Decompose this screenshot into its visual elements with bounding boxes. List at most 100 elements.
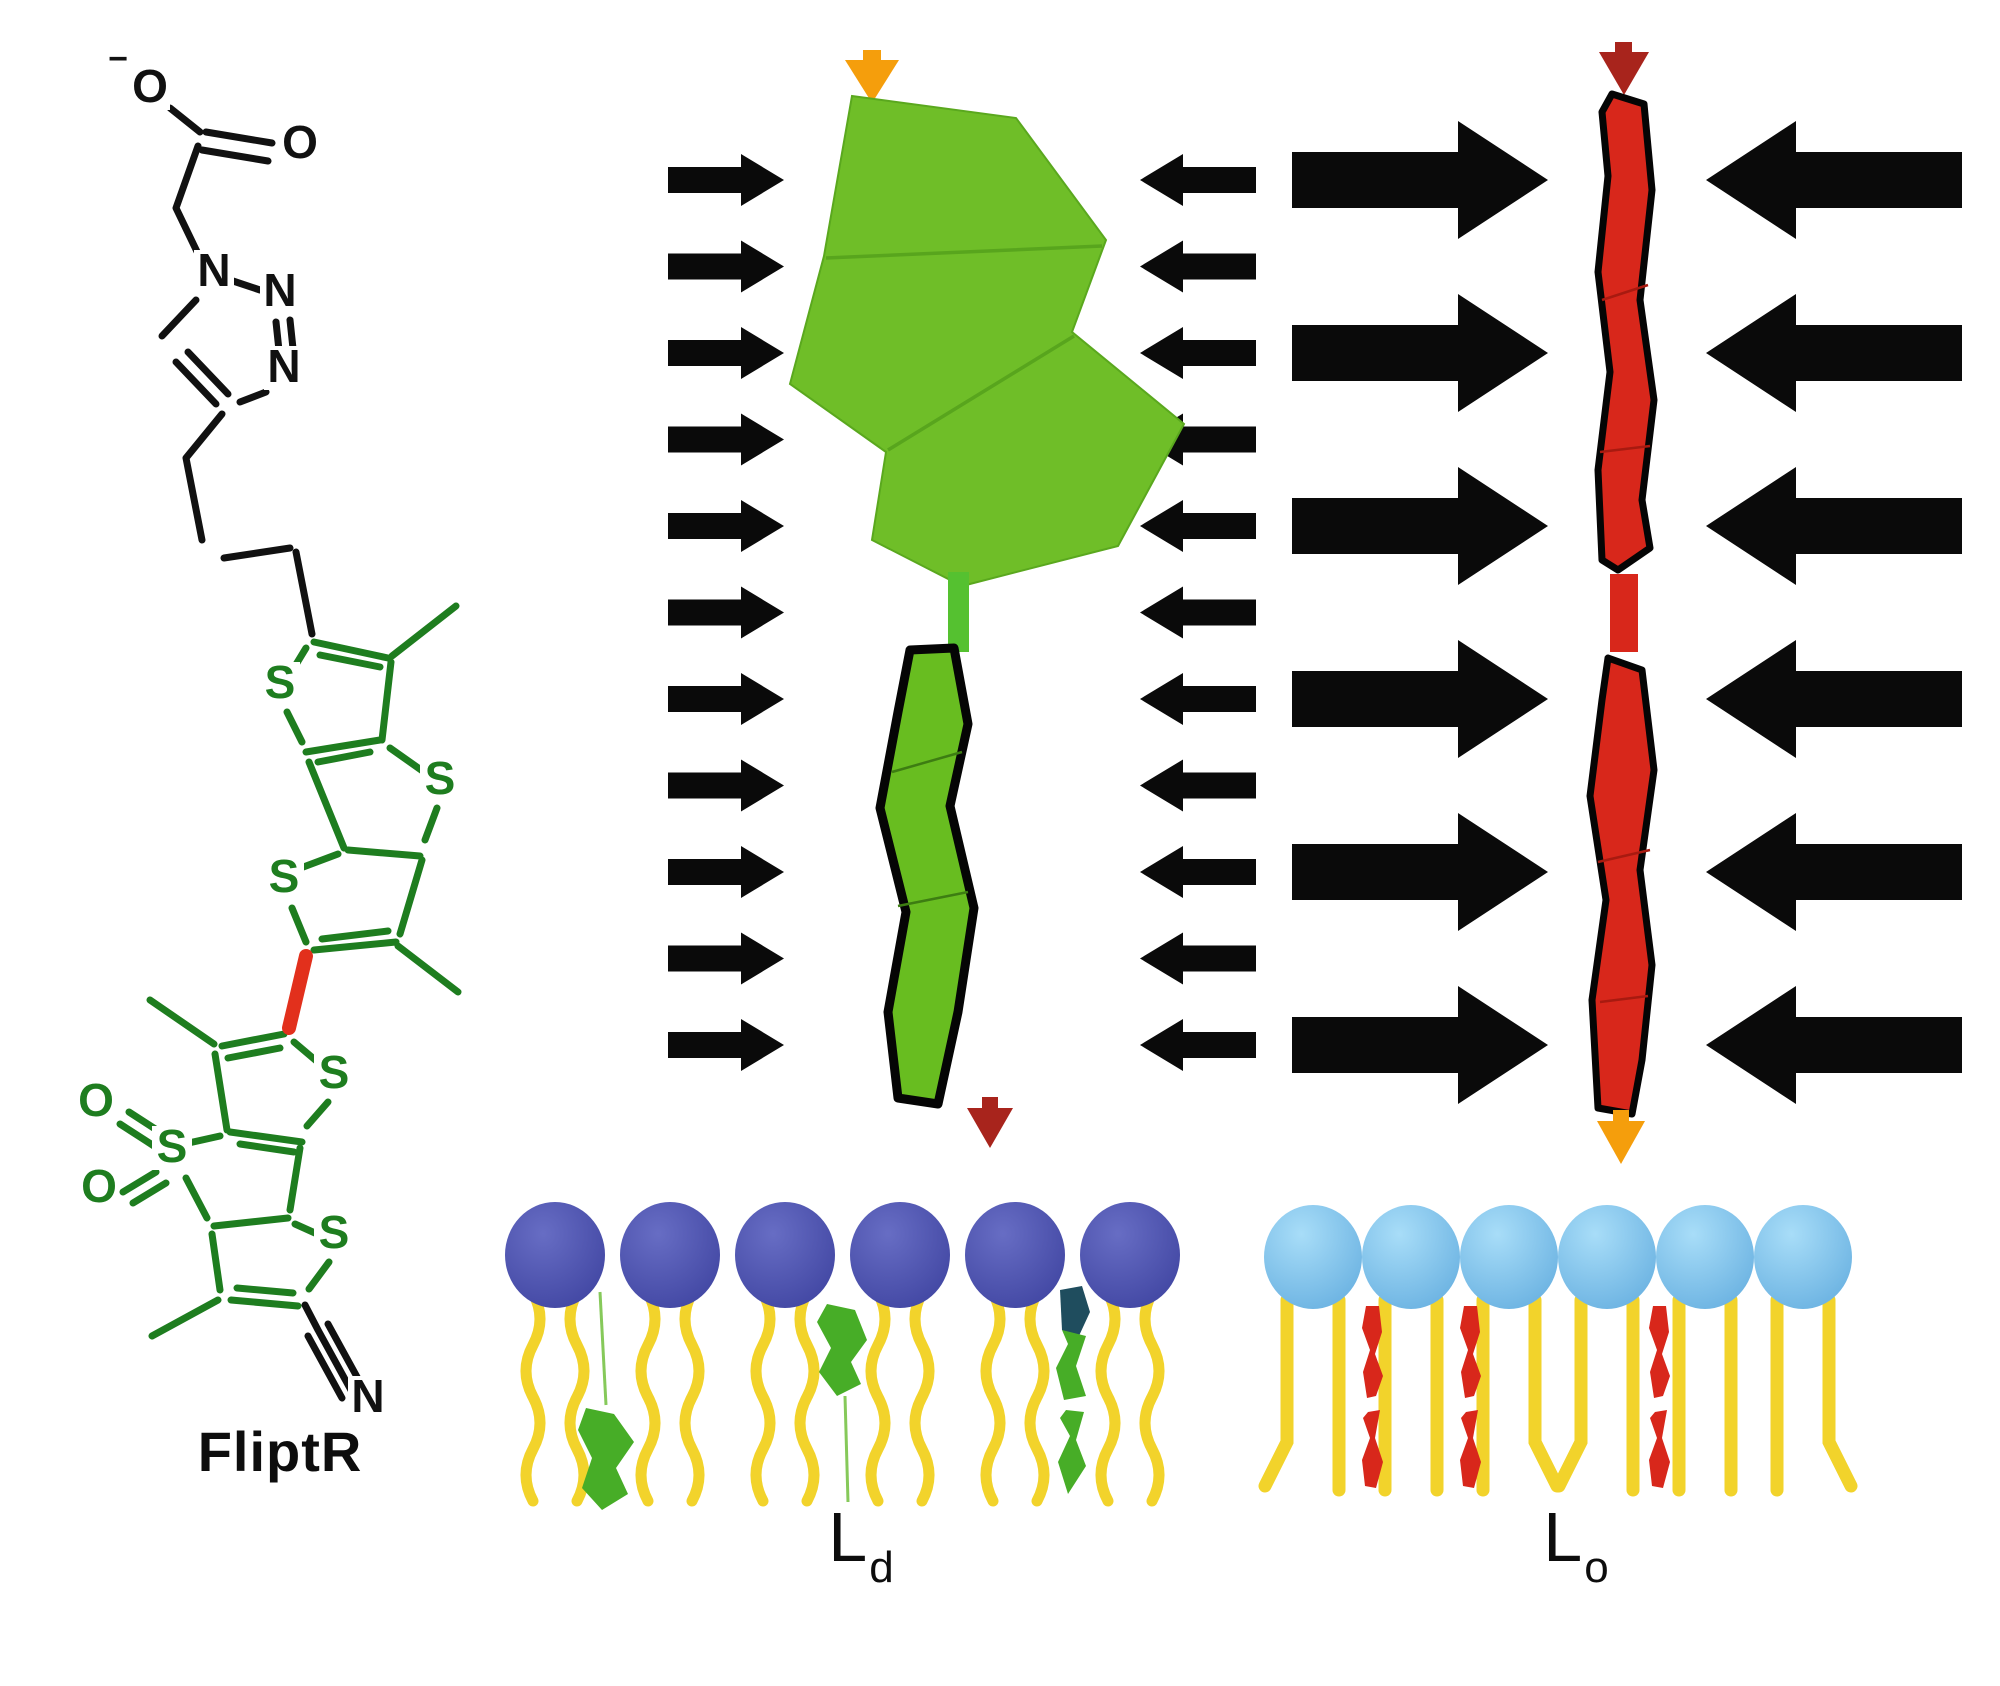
atom-label: S bbox=[319, 1206, 350, 1258]
red-edge-seams-top bbox=[1599, 283, 1651, 454]
atom-label: S bbox=[269, 850, 300, 902]
lipid-tail-straight bbox=[1822, 1293, 1858, 1493]
small-left-arrow-icon bbox=[1140, 673, 1256, 725]
large-right-arrow-icon bbox=[1292, 640, 1548, 758]
green-face-seams bbox=[825, 244, 1103, 452]
lipid-head-light-blue bbox=[1656, 1205, 1754, 1309]
atom-label: O bbox=[282, 116, 318, 168]
small-left-arrow-icon bbox=[1140, 240, 1256, 293]
lipid-tail-wavy bbox=[794, 1287, 820, 1507]
lateral-pressure-arrows-small-right-icon bbox=[668, 154, 784, 1071]
lipid-head-dark-blue bbox=[735, 1202, 835, 1308]
lipid-tail-wavy bbox=[1024, 1287, 1050, 1507]
atom-label: N bbox=[351, 1370, 384, 1422]
membrane-probe-red bbox=[1649, 1306, 1670, 1398]
lipid-tail-wavy bbox=[980, 1287, 1006, 1507]
large-left-arrow-icon bbox=[1706, 294, 1962, 412]
red-connector bbox=[1610, 574, 1638, 652]
atom-label-bg bbox=[130, 66, 170, 110]
green-edge-polygon bbox=[875, 643, 979, 1109]
green-edge-seams bbox=[891, 750, 969, 908]
lipid-tail-wavy bbox=[1139, 1287, 1165, 1507]
atom-label: S bbox=[319, 1046, 350, 1098]
small-right-arrow-icon bbox=[668, 932, 784, 985]
atom-label: O bbox=[81, 1160, 117, 1212]
atom-label-bg bbox=[194, 250, 234, 294]
membrane-probe-red bbox=[1649, 1410, 1670, 1488]
small-left-arrow-icon bbox=[1140, 759, 1256, 812]
large-left-arrow-icon bbox=[1706, 813, 1962, 931]
lipid-head-dark-blue bbox=[965, 1202, 1065, 1308]
lipid-head-light-blue bbox=[1754, 1205, 1852, 1309]
lo-label-base: L bbox=[1543, 1498, 1583, 1576]
small-left-arrow-icon bbox=[1140, 500, 1256, 552]
large-right-arrow-icon bbox=[1292, 294, 1548, 412]
lipid-tail-wavy bbox=[635, 1287, 661, 1507]
lipid-tail-straight bbox=[1528, 1293, 1564, 1493]
lipid-head-light-blue bbox=[1264, 1205, 1362, 1309]
lipid-tail-wavy bbox=[1095, 1287, 1121, 1507]
red-edge-seams-bottom bbox=[1597, 848, 1651, 1004]
atom-label: N bbox=[197, 244, 230, 296]
lateral-pressure-arrows-large-right-icon bbox=[1292, 121, 1548, 1104]
lipid-head-light-blue bbox=[1362, 1205, 1460, 1309]
membrane-probe-red bbox=[1362, 1306, 1383, 1398]
small-right-arrow-icon bbox=[668, 673, 784, 725]
large-right-arrow-icon bbox=[1292, 121, 1548, 239]
membrane-probe-green bbox=[1056, 1330, 1086, 1400]
probe-linker-line bbox=[843, 1395, 850, 1503]
lipid-head-dark-blue bbox=[620, 1202, 720, 1308]
green-face-polygon bbox=[788, 94, 1186, 588]
small-right-arrow-icon bbox=[668, 327, 784, 379]
atom-label: O bbox=[78, 1074, 114, 1126]
small-left-arrow-icon bbox=[1140, 586, 1256, 639]
planar-conformation-red bbox=[1586, 42, 1658, 1164]
lipid-tail-straight bbox=[1552, 1293, 1588, 1493]
dark-red-triangle-icon bbox=[1599, 52, 1649, 95]
atom-label-bg bbox=[79, 1166, 119, 1210]
atom-label: S bbox=[265, 656, 296, 708]
lipid-head-light-blue bbox=[1558, 1205, 1656, 1309]
ld-label-base: L bbox=[828, 1498, 868, 1576]
small-left-arrow-icon bbox=[1140, 846, 1256, 898]
dark-red-marker-stem bbox=[1615, 42, 1632, 55]
small-right-arrow-icon bbox=[668, 586, 784, 639]
atom-label-bg bbox=[76, 1080, 116, 1124]
membrane-probe-red bbox=[1460, 1410, 1481, 1488]
atom-label: O bbox=[132, 60, 168, 112]
small-left-arrow-icon bbox=[1140, 1019, 1256, 1071]
atom-label: − bbox=[108, 40, 128, 78]
atom-label-bg bbox=[264, 346, 304, 390]
membrane-probe-green bbox=[817, 1304, 867, 1396]
small-right-arrow-icon bbox=[668, 413, 784, 466]
large-right-arrow-icon bbox=[1292, 986, 1548, 1104]
small-left-arrow-icon bbox=[1140, 932, 1256, 985]
atom-label: N bbox=[267, 340, 300, 392]
lipid-head-dark-blue bbox=[850, 1202, 950, 1308]
green-connector bbox=[948, 572, 969, 652]
large-right-arrow-icon bbox=[1292, 813, 1548, 931]
atom-label-bg bbox=[260, 270, 300, 314]
lipid-tail-wavy bbox=[865, 1287, 891, 1507]
small-right-arrow-icon bbox=[668, 154, 784, 206]
orange-marker-stem bbox=[1613, 1110, 1629, 1123]
dark-red-triangle-icon bbox=[967, 1108, 1013, 1148]
membrane-ld-disordered bbox=[505, 1202, 1180, 1510]
probe-linker-line bbox=[598, 1291, 608, 1406]
large-left-arrow-icon bbox=[1706, 986, 1962, 1104]
twisted-conformation-green bbox=[788, 50, 1186, 1148]
membrane-lo-ordered bbox=[1258, 1205, 1858, 1497]
lipid-tail-wavy bbox=[520, 1287, 546, 1507]
lo-phase-label: Lo bbox=[1515, 1502, 1635, 1590]
lipid-tail-wavy bbox=[909, 1287, 935, 1507]
lateral-pressure-arrows-large-left-icon bbox=[1706, 121, 1962, 1104]
central-twist-red-bond bbox=[282, 949, 313, 1035]
small-right-arrow-icon bbox=[668, 1019, 784, 1071]
large-left-arrow-icon bbox=[1706, 640, 1962, 758]
small-right-arrow-icon bbox=[668, 500, 784, 552]
membrane-probe-green bbox=[578, 1408, 634, 1510]
atom-label-bg bbox=[314, 1212, 354, 1256]
atom-label: S bbox=[157, 1120, 188, 1172]
large-right-arrow-icon bbox=[1292, 467, 1548, 585]
